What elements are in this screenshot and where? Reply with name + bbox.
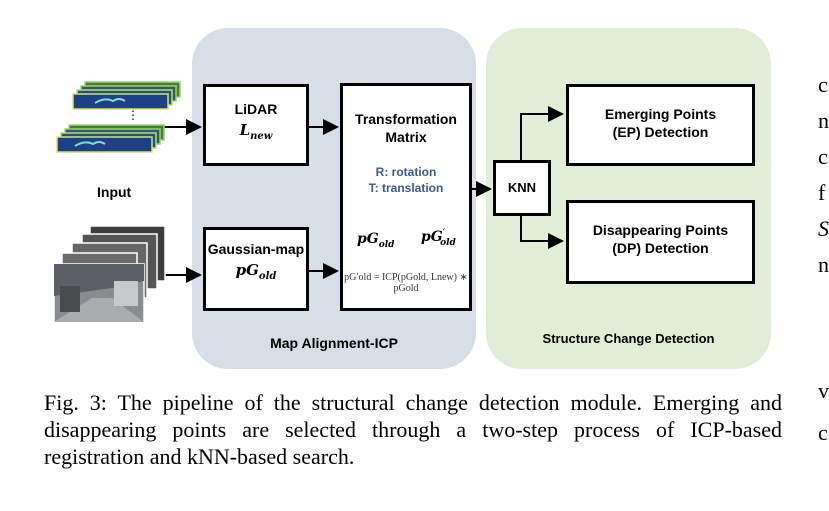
translation-label: T: translation (368, 181, 444, 195)
camera-image-thumbnails (53, 226, 166, 323)
ep-label: Emerging Points (EP) Detection (604, 106, 717, 140)
side-letter: c (818, 420, 828, 445)
side-letter: n (818, 252, 829, 277)
dp-label: Disappearing Points (DP) Detection (592, 222, 729, 256)
lidar-title: LiDAR (234, 101, 278, 117)
ellipsis-dots: ⋮ (127, 108, 139, 122)
street-scene-image (53, 263, 145, 323)
transformation-matrix-box: Transformation Matrix R: rotation T: tra… (340, 83, 472, 311)
rotation-label: R: rotation (375, 165, 437, 179)
arrow-knn-to-dp (520, 216, 564, 249)
icp-equation: pG′old = ICP(pGold, Lnew) ∗ pGold (344, 272, 468, 294)
side-letter: c (818, 72, 828, 97)
side-letter: S (818, 216, 829, 241)
input-label: Input (97, 184, 132, 200)
ep-detection-box: Emerging Points (EP) Detection (566, 84, 755, 166)
lidar-box: LiDAR Lnew (203, 84, 309, 166)
side-letter: c (818, 144, 828, 169)
figure-caption: Fig. 3: The pipeline of the structural c… (44, 390, 782, 469)
side-letter: n (818, 108, 829, 133)
rt-labels: R: rotation T: translation (343, 164, 469, 196)
gaussian-map-box: Gaussian-map pGold (203, 227, 309, 311)
lidar-stack-top (72, 81, 181, 110)
pg-old-symbol: pGold (357, 231, 395, 250)
dp-detection-box: Disappearing Points (DP) Detection (566, 200, 755, 284)
knn-box: KNN (493, 160, 551, 216)
gaussian-symbol: pGold (235, 261, 277, 282)
pg-old-prime-symbol: pG′old (421, 228, 456, 248)
transform-title: Transformation Matrix (355, 111, 457, 145)
lidar-stack-bottom (56, 124, 165, 153)
side-letter: v (818, 378, 829, 403)
structure-change-label: Structure Change Detection (542, 331, 715, 346)
map-alignment-label: Map Alignment-ICP (270, 335, 398, 351)
lidar-scan-thumbnails (56, 81, 181, 153)
side-letter: f (818, 180, 826, 205)
gaussian-title: Gaussian-map (207, 241, 305, 257)
lidar-symbol: Lnew (239, 121, 273, 142)
arrow-knn-to-ep (520, 106, 564, 160)
knn-label: KNN (507, 180, 537, 195)
